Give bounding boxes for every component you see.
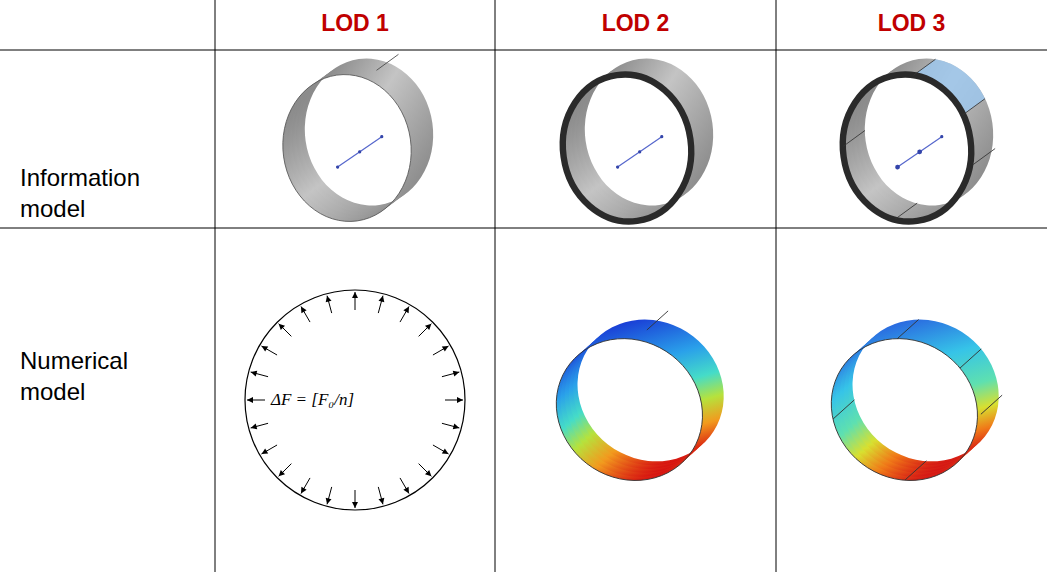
fem-result [531,303,749,497]
load-circle [245,290,465,510]
column-header: LOD 2 [495,10,776,37]
column-header: LOD 3 [776,10,1047,37]
ring-solid [552,50,725,230]
force-arrows [247,292,463,508]
ring-segmented [832,50,1005,230]
column-header: LOD 1 [215,10,495,37]
row-header: Numerical model [20,345,200,407]
row-header: Information model [20,162,200,224]
ring-surface [272,50,445,230]
formula: ΔF = [F₀/n] [271,390,354,410]
fem-result-segmented [806,303,1024,497]
